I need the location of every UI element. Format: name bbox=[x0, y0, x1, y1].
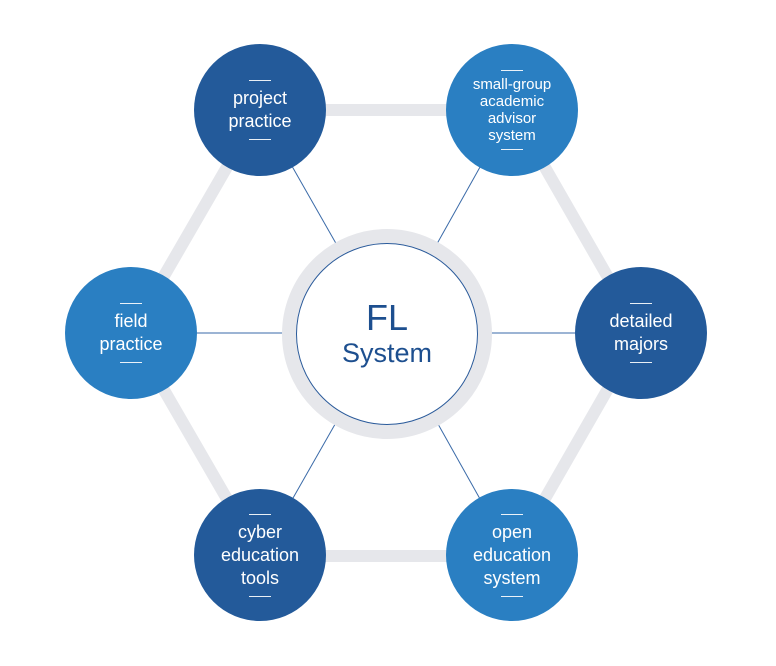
node-label: field practice bbox=[99, 311, 163, 354]
node-label: small-group academic advisor system bbox=[472, 76, 552, 144]
node-open-education: open education system bbox=[446, 489, 578, 621]
divider-bottom bbox=[249, 595, 271, 597]
center-circle: FL System bbox=[296, 243, 478, 425]
divider-top bbox=[120, 303, 142, 304]
node-label: open education system bbox=[472, 521, 552, 588]
node-cyber-education: cyber education tools bbox=[194, 489, 326, 621]
divider-bottom bbox=[501, 149, 523, 150]
divider-bottom bbox=[120, 362, 142, 363]
divider-top bbox=[249, 513, 271, 515]
divider-bottom bbox=[249, 139, 271, 140]
node-project-practice: project practice bbox=[194, 44, 326, 176]
node-label: project practice bbox=[228, 88, 292, 131]
node-field-practice: field practice bbox=[65, 267, 197, 399]
divider-bottom bbox=[630, 362, 652, 363]
center-title-line1: FL bbox=[365, 297, 408, 338]
divider-bottom bbox=[501, 595, 523, 597]
node-detailed-majors: detailed majors bbox=[575, 267, 707, 399]
node-label: cyber education tools bbox=[220, 521, 300, 588]
center-title-line2: System bbox=[341, 338, 433, 368]
divider-top bbox=[501, 70, 523, 71]
node-small-group-advisor: small-group academic advisor system bbox=[446, 44, 578, 176]
divider-top bbox=[501, 513, 523, 515]
divider-top bbox=[630, 303, 652, 304]
divider-top bbox=[249, 80, 271, 81]
node-label: detailed majors bbox=[609, 311, 673, 354]
